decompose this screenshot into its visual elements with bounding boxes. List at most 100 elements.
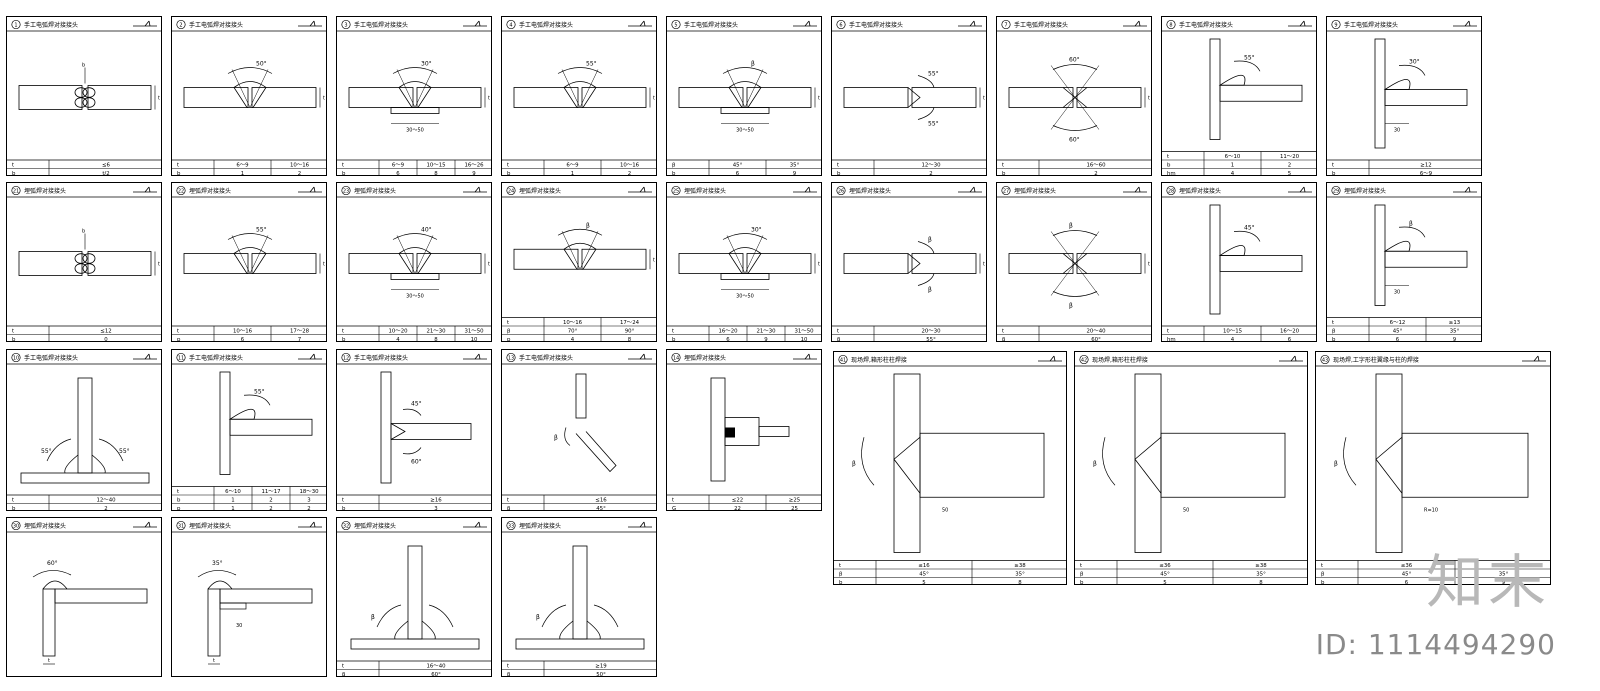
angle-arc	[1398, 226, 1426, 238]
groove-extension	[744, 235, 764, 274]
table-cell: 35°	[1450, 328, 1460, 334]
groove-angle-label: 30°	[421, 61, 432, 68]
table-cell: 5	[1163, 580, 1166, 585]
groove-extension	[231, 235, 251, 274]
table-cell: b	[12, 506, 16, 511]
table-cell: 17～28	[290, 328, 310, 334]
table-cell: p	[177, 337, 181, 342]
groove-angle-label: β	[1093, 460, 1097, 467]
groove-extension	[396, 69, 416, 108]
backing-strip	[720, 107, 770, 114]
groove-weld	[398, 81, 432, 108]
vertical-plate	[575, 373, 587, 419]
column-flange	[710, 377, 726, 482]
table-cell: b	[177, 497, 181, 503]
groove-extension	[579, 69, 599, 108]
table-cell: β	[1080, 571, 1084, 577]
table-cell: t	[342, 162, 344, 168]
weld-symbol-mark	[1533, 355, 1539, 362]
table-cell: 6	[1288, 337, 1292, 342]
plate-right	[1076, 253, 1142, 274]
detail-title: 手工电弧焊对接接头	[1344, 21, 1398, 29]
angle-arc	[1233, 230, 1261, 242]
beam-plate	[1160, 432, 1286, 498]
weld-symbol-mark	[1299, 20, 1305, 27]
detail-number-circle	[506, 19, 516, 30]
plate-left	[18, 251, 83, 276]
table-cell: t	[1080, 563, 1082, 569]
detail-title: 埋弧焊对接接头	[849, 187, 891, 195]
table-cell: 4	[571, 337, 575, 342]
fillet-groove-weld	[1218, 74, 1246, 86]
table-cell: 21～30	[426, 328, 446, 334]
weld-symbol-mark	[148, 521, 151, 528]
detail-number-circle	[1166, 19, 1176, 30]
weld-symbol-mark	[1053, 355, 1056, 362]
weld-symbol-mark	[309, 521, 315, 528]
groove-angle-label: 55°	[928, 121, 939, 128]
table-cell: ≤22	[732, 497, 743, 503]
weld-symbol-mark	[144, 521, 150, 528]
weld-symbol-mark	[309, 186, 315, 193]
table-cell: 1	[231, 497, 234, 503]
table-cell: 3	[307, 497, 310, 503]
detail-title: 现场焊,箱形柱柱焊接	[851, 356, 907, 364]
detail-number: 13	[508, 356, 514, 362]
table-cell: 10～20	[388, 328, 408, 334]
detail-number: 6	[839, 23, 842, 29]
web-plate	[229, 418, 313, 436]
weld-symbol-mark	[808, 353, 811, 360]
table-cell: 9	[1502, 580, 1506, 585]
detail-number: 21	[13, 189, 19, 195]
joint-geometry: β50	[852, 373, 1045, 553]
detail-title: 手工电弧焊对接接头	[519, 354, 573, 362]
table-cell: 35°	[1499, 571, 1509, 577]
weld-symbol-mark	[643, 20, 646, 27]
angle-arc	[1343, 437, 1357, 486]
groove-extension	[1074, 231, 1100, 264]
angle-arc	[593, 604, 619, 628]
weld-symbol-mark	[639, 521, 645, 528]
angle-arc	[541, 604, 567, 628]
weld-symbol-mark	[643, 521, 646, 528]
groove-angle-label: β	[1069, 223, 1073, 230]
table-cell: 1	[241, 171, 244, 176]
table-cell: b	[672, 337, 676, 342]
joint-geometry: β	[515, 545, 645, 650]
weld-symbol-mark	[309, 20, 315, 27]
detail-number: 9	[1334, 23, 1337, 29]
angle-arc	[197, 570, 237, 578]
weld-symbol-mark	[1464, 20, 1470, 27]
plate-right	[416, 87, 482, 108]
table-cell: t	[342, 328, 344, 334]
joint-geometry: tββ	[843, 237, 985, 294]
joint-geometry: β	[350, 545, 480, 650]
weld-symbol-mark	[1537, 355, 1540, 362]
table-cell: t	[342, 663, 344, 669]
table-cell: ≥38	[1014, 563, 1026, 569]
table-cell: t	[177, 162, 179, 168]
detail-number-circle	[11, 520, 21, 531]
detail-number: 33	[508, 524, 514, 530]
weld-symbol-mark	[1138, 20, 1141, 27]
table-cell: t	[507, 162, 509, 168]
groove-weld	[893, 436, 921, 495]
table-cell: 5	[922, 580, 925, 585]
table-cell: G	[672, 506, 676, 511]
table-cell: 2	[628, 171, 631, 176]
column-plate	[893, 373, 921, 553]
weld-symbol-mark	[1134, 20, 1140, 27]
angle-arc	[243, 394, 271, 406]
detail-number-circle	[671, 19, 681, 30]
plate-right	[581, 248, 647, 270]
flange-plate	[219, 371, 231, 475]
detail-number-circle	[506, 520, 516, 531]
groove-angle-label: 55°	[586, 61, 597, 68]
table-cell: 8	[1259, 580, 1263, 585]
